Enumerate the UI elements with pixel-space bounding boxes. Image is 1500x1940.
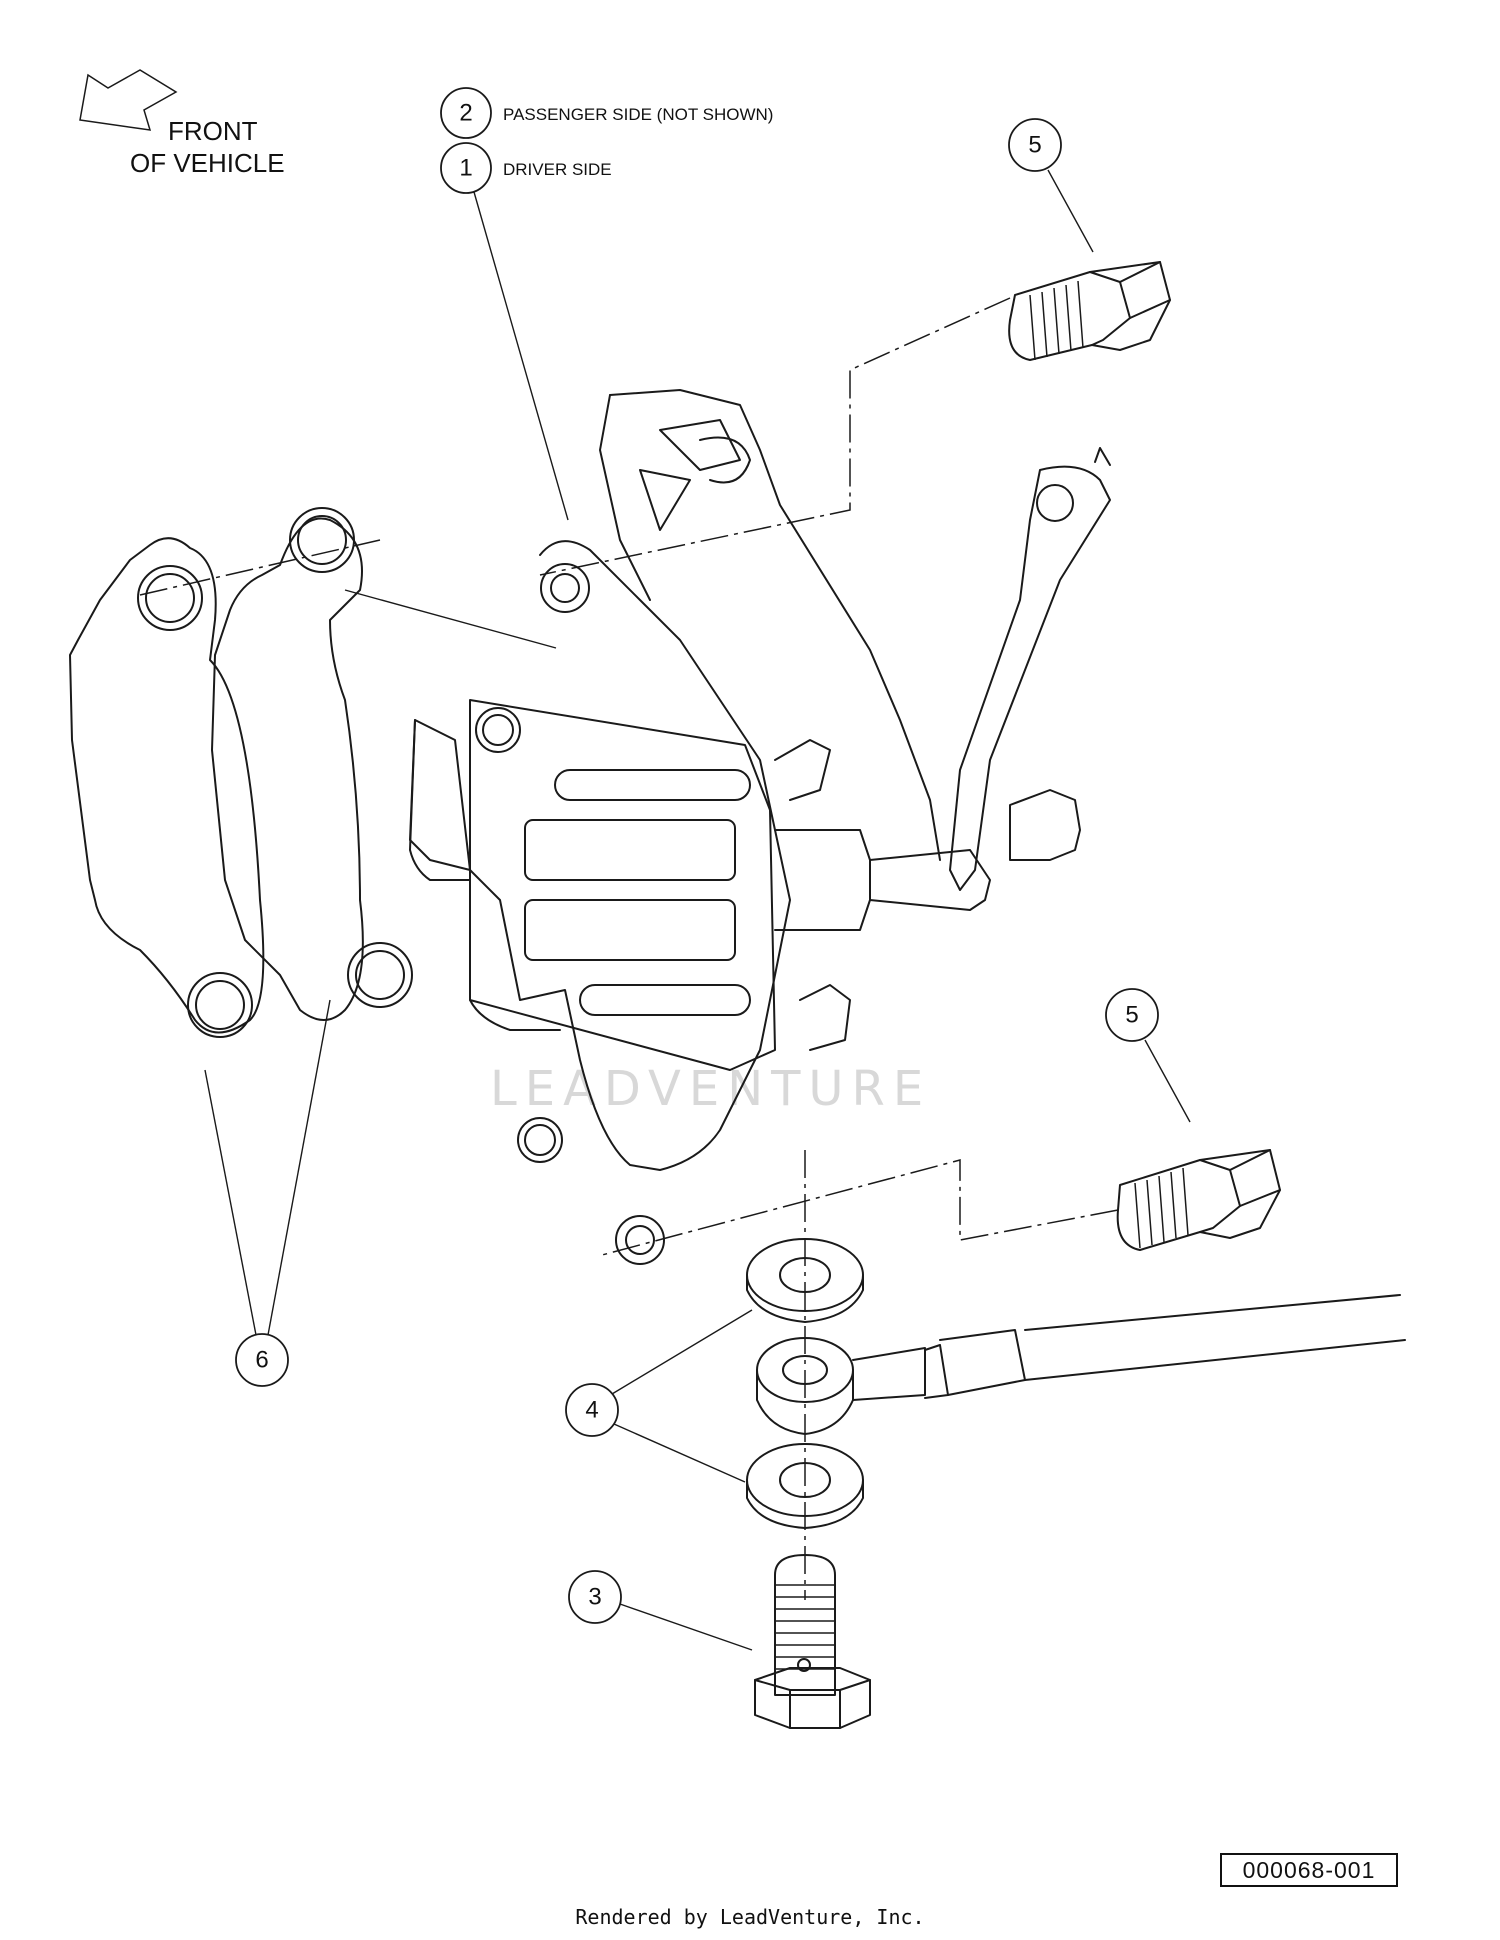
front-arrow-icon <box>79 69 178 131</box>
callout-6: 6 <box>255 1347 268 1374</box>
callout-circle-4 <box>565 1383 619 1437</box>
callout-5-lower: 5 <box>1125 1002 1138 1029</box>
rendered-by-credit: Rendered by LeadVenture, Inc. <box>575 1905 925 1929</box>
front-label-line1: FRONT <box>168 116 258 146</box>
callout-circle-3 <box>568 1570 622 1624</box>
watermark-text: LEADVENTURE <box>490 1061 931 1117</box>
legend-text-passenger: PASSENGER SIDE (NOT SHOWN) <box>503 105 773 124</box>
legend-num-2: 2 <box>459 100 472 127</box>
front-label-line2: OF VEHICLE <box>130 148 285 178</box>
callout-circle-6 <box>235 1333 289 1387</box>
legend-circle-2 <box>440 87 492 139</box>
callout-circle-5-upper <box>1008 118 1062 172</box>
leader-3 <box>619 1603 753 1651</box>
pad-pin-axis <box>139 539 381 596</box>
leader-1 <box>473 191 569 521</box>
callout-3: 3 <box>588 1584 601 1611</box>
leader-6-inner-pad <box>267 999 331 1336</box>
callout-4: 4 <box>585 1397 598 1424</box>
legend-num-1: 1 <box>459 155 472 182</box>
leader-4-lower-washer <box>613 1423 746 1483</box>
leader-5-upper <box>1047 169 1094 253</box>
leader-6-outer-pad <box>204 1069 257 1336</box>
brake-pad-outer <box>69 537 265 1038</box>
drawing-number: 000068-001 <box>1220 1853 1398 1887</box>
legend-circle-1 <box>440 142 492 194</box>
leader-4-upper-washer <box>611 1309 753 1395</box>
mounting-bolt-upper <box>1008 261 1171 361</box>
upper-bolt-axis <box>539 297 1011 576</box>
callout-5-upper: 5 <box>1028 132 1041 159</box>
banjo-fitting <box>756 1294 1406 1435</box>
lower-bolt-axis <box>601 1159 1119 1256</box>
callout-circle-5-lower <box>1105 988 1159 1042</box>
leader-5-lower <box>1144 1039 1191 1123</box>
brake-caliper <box>409 540 991 1265</box>
legend-text-driver: DRIVER SIDE <box>503 160 612 179</box>
banjo-bolt <box>754 1554 871 1729</box>
mounting-bolt-lower <box>1116 1149 1281 1251</box>
brake-pad-inner <box>211 507 413 1021</box>
caliper-mounting-bracket <box>599 389 1111 891</box>
pad-to-caliper-line <box>344 589 557 649</box>
